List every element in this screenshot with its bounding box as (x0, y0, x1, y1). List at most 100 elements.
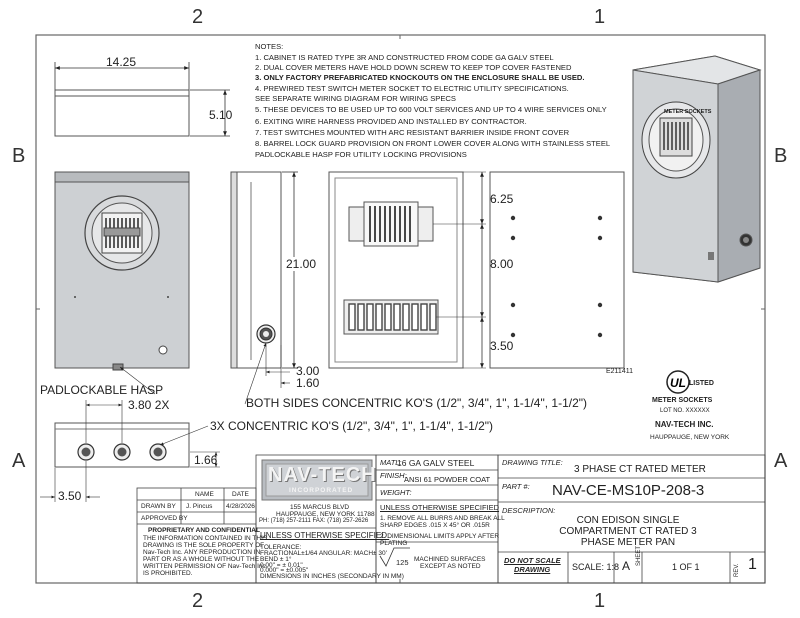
nav-tech-logo-text: NAV-TECH (268, 464, 377, 486)
zone-label-2-bottom: 2 (192, 590, 204, 612)
plating-note-line: PLATING (380, 540, 408, 547)
description-line: COMPARTMENT CT RATED 3 (559, 526, 697, 537)
tolerance-line: 0.000" = ±0.005" (260, 567, 309, 574)
name-header: NAME (195, 491, 214, 498)
part-number-label: PART #: (502, 482, 530, 491)
nav-tech-logo (261, 459, 373, 501)
ul-lot-number: LOT NO. XXXXXX (660, 408, 710, 414)
description-line: CON EDISON SINGLE (576, 515, 680, 526)
zone-label-a-right: A (774, 450, 788, 472)
drawn-by-label: DRAWN BY (141, 503, 176, 510)
company-city: HAUPPAUGE, NEW YORK (650, 434, 730, 441)
note-line: 4. PREWIRED TEST SWITCH METER SOCKET TO … (255, 84, 569, 93)
ul-file-number: E211411 (606, 368, 633, 375)
back-view (489, 171, 625, 369)
do-not-scale-note: DO NOT SCALE (504, 556, 561, 565)
dim-side-300: 3.00 (296, 364, 320, 378)
matl-label: MATL: (380, 458, 402, 467)
proprietary-line: PART OR AS A WHOLE WITHOUT THE (143, 556, 260, 563)
company-name: NAV-TECH INC. (655, 420, 714, 429)
interior-view (328, 171, 464, 369)
sheet-size: A (622, 559, 631, 573)
zone-label-2-top: 2 (192, 6, 204, 28)
sheet-number: 1 OF 1 (672, 562, 700, 572)
front-view (54, 171, 190, 371)
note-line: 3. ONLY FACTORY PREFABRICATED KNOCKOUTS … (255, 73, 585, 82)
dim-bottom-height: 1.66 (194, 453, 218, 467)
tolerance-line: 0.00" = ± 0.01" (260, 562, 303, 569)
drawn-by-name: J. Pincus (186, 503, 213, 510)
phone-line: PH: (718) 257-2111 FAX: (718) 257-2626 (259, 518, 369, 524)
tolerance-line: TOLERANCE: (260, 544, 302, 551)
nav-tech-logo-subtext: INCORPORATED (289, 487, 354, 494)
title-block-grid (136, 454, 766, 584)
machined-note: MACHINED SURFACES (414, 556, 486, 563)
matl-value: 16 GA GALV STEEL (397, 458, 475, 468)
dim-bottom-350: 3.50 (58, 489, 82, 503)
dim-top-offset: 6.25 (490, 192, 514, 206)
dim-depth: 5.10 (209, 108, 233, 122)
side-knockouts-callout: BOTH SIDES CONCENTRIC KO'S (1/2", 3/4", … (246, 396, 588, 410)
isometric-view (632, 55, 762, 283)
tolerance-line: BEND ± 1° (260, 556, 292, 563)
ul-listed-text: LISTED (689, 380, 714, 387)
dim-bottom-offset: 3.50 (490, 339, 514, 353)
drawing-title-label: DRAWING TITLE: (502, 458, 563, 467)
ul-meter-sockets: METER SOCKETS (652, 397, 713, 404)
note-line: 7. TEST SWITCHES MOUNTED WITH ARC RESIST… (255, 128, 570, 137)
address-line: HAUPPAUGE, NEW YORK 11788 (276, 511, 375, 518)
dim-side-160: 1.60 (296, 376, 320, 390)
unless-specified-title-2: UNLESS OTHERWISE SPECIFIED (380, 503, 500, 512)
note-line: 5. THESE DEVICES TO BE USED UP TO 600 VO… (255, 105, 607, 114)
unless-specified-title: UNLESS OTHERWISE SPECIFIED: (260, 531, 390, 540)
dim-mid-offset: 8.00 (490, 257, 514, 271)
proprietary-line: WRITTEN PERMISSION OF Nav-Tech Inc. (143, 563, 268, 570)
notes-heading: NOTES: (255, 42, 284, 51)
finish-symbol (379, 547, 410, 567)
proprietary-line: DRAWING IS THE SOLE PROPERTY OF (143, 542, 265, 549)
part-number: NAV-CE-MS10P-208-3 (552, 482, 705, 499)
proprietary-line: THE INFORMATION CONTAINED IN THIS (143, 535, 268, 542)
proprietary-line: IS PROHIBITED. (143, 570, 193, 577)
note-line: 1. CABINET IS RATED TYPE 3R AND CONSTRUC… (255, 53, 554, 62)
finish-symbol-value: 125 (396, 558, 409, 567)
note-line: SEE SEPARATE WIRING DIAGRAM FOR WIRING S… (255, 94, 456, 103)
burr-note-line: SHARP EDGES .015 X 45° OR .015R (380, 522, 490, 529)
tolerance-line: FRACTIONAL±1/64 ANGULAR: MACH± 30' (260, 550, 387, 557)
scale-value: SCALE: 1:8 (572, 562, 620, 572)
tolerance-line: DIMENSIONS IN INCHES (SECONDARY IN MM) (260, 573, 404, 580)
finish-label: FINISH: (380, 471, 407, 480)
proprietary-title: PROPRIETARY AND CONFIDENTIAL (148, 527, 260, 534)
zone-label-a-left: A (12, 450, 26, 472)
zone-label-1-bottom: 1 (594, 590, 606, 612)
plating-note-line: 2. DIMENSIONAL LIMITS APPLY AFTER (380, 533, 500, 540)
approved-by-label: APPROVED BY (141, 515, 188, 522)
note-line: 6. EXITING WIRE HARNESS PROVIDED AND INS… (255, 117, 527, 126)
description-line: PHASE METER PAN (580, 537, 676, 548)
burr-note-line: 1. REMOVE ALL BURRS AND BREAK ALL (380, 515, 505, 522)
dim-height: 21.00 (286, 257, 317, 271)
ul-mark: UL (666, 370, 690, 394)
machined-note-2: EXCEPT AS NOTED (420, 563, 481, 570)
drawing-title: 3 PHASE CT RATED METER (574, 464, 706, 475)
dim-width: 14.25 (106, 55, 137, 69)
svg-text:UL: UL (670, 376, 686, 390)
drawn-date: 4/28/2026 (226, 503, 255, 510)
finish-value: ANSI 61 POWDER COAT (404, 475, 491, 484)
iso-meter-label: METER SOCKETS (664, 109, 712, 115)
top-view (54, 89, 190, 137)
note-line: PADLOCKABLE HASP FOR UTILITY LOCKING PRO… (255, 150, 467, 159)
proprietary-line: Nav-Tech Inc. ANY REPRODUCTION IN (143, 549, 261, 556)
dim-hasp-spacing: 3.80 2X (128, 398, 170, 412)
zone-label-1-top: 1 (594, 6, 606, 28)
bottom-knockouts-callout: 3X CONCENTRIC KO'S (1/2", 3/4", 1", 1-1/… (210, 419, 494, 433)
note-line: 2. DUAL COVER METERS HAVE HOLD DOWN SCRE… (255, 63, 572, 72)
do-not-scale-note-2: DRAWING (514, 565, 551, 574)
zone-label-b-right: B (774, 145, 788, 167)
revision: 1 (748, 556, 757, 573)
sheet-label: SHEET (636, 545, 642, 566)
address-line: 155 MARCUS BLVD (290, 504, 350, 511)
weight-label: WEIGHT: (380, 488, 412, 497)
